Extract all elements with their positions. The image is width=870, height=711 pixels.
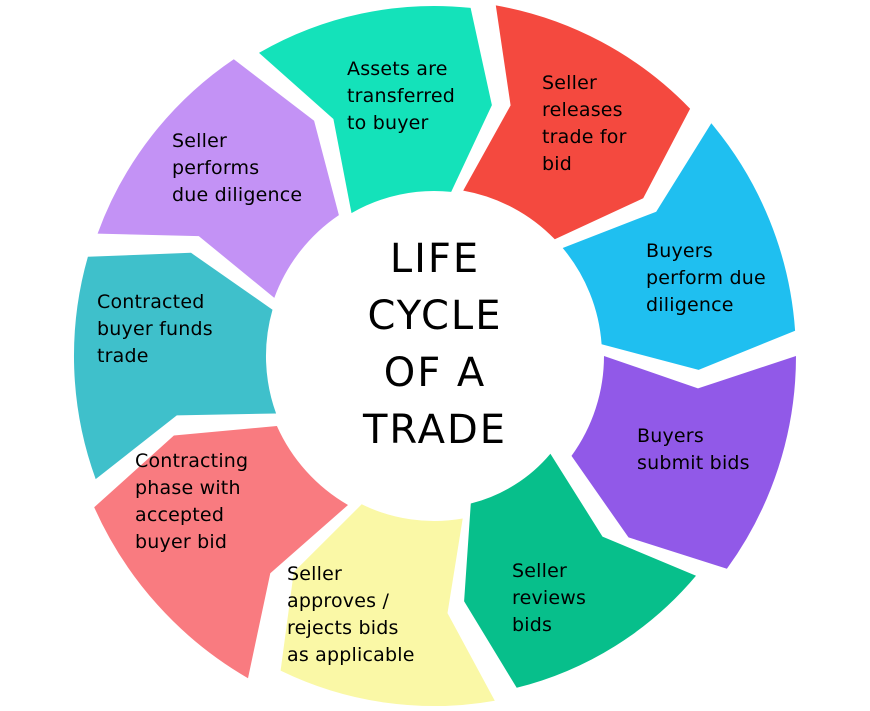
arrow-segment-buyers-submit-bids [571,356,796,569]
segment-label-seller-reviews-bids: Seller reviews bids [512,560,587,636]
arrow-segment-contracted-buyer-funds-trade [73,252,277,480]
segment-label-assets-transferred-to-buyer: Assets are transferred to buyer [347,58,456,134]
segment-label-seller-approves-rejects-bids: Seller approves / rejects bids as applic… [287,563,415,666]
segment-label-buyers-perform-due-diligence: Buyers perform due diligence [646,240,766,316]
segment-label-contracted-buyer-funds-trade: Contracted buyer funds trade [97,291,213,367]
segment-label-buyers-submit-bids: Buyers submit bids [637,425,750,474]
arrow-segment-seller-reviews-bids [464,453,696,688]
segment-label-contracting-phase-accepted-bid: Contracting phase with accepted buyer bi… [135,450,249,553]
arrow-segment-buyers-perform-due-diligence [562,123,796,370]
arrow-segment-seller-approves-rejects-bids [280,504,495,707]
arrow-segment-assets-transferred-to-buyer [259,5,492,214]
diagram-title: LIFE CYCLE OF A TRADE [362,236,508,453]
arrow-segment-seller-performs-due-diligence [97,59,339,298]
arrow-segment-seller-releases-trade-for-bid [463,5,691,240]
arrow-segment-contracting-phase-accepted-bid [94,426,348,679]
segment-label-seller-releases-trade-for-bid: Seller releases trade for bid [542,72,627,175]
segment-label-seller-performs-due-diligence: Seller performs due diligence [172,130,303,206]
